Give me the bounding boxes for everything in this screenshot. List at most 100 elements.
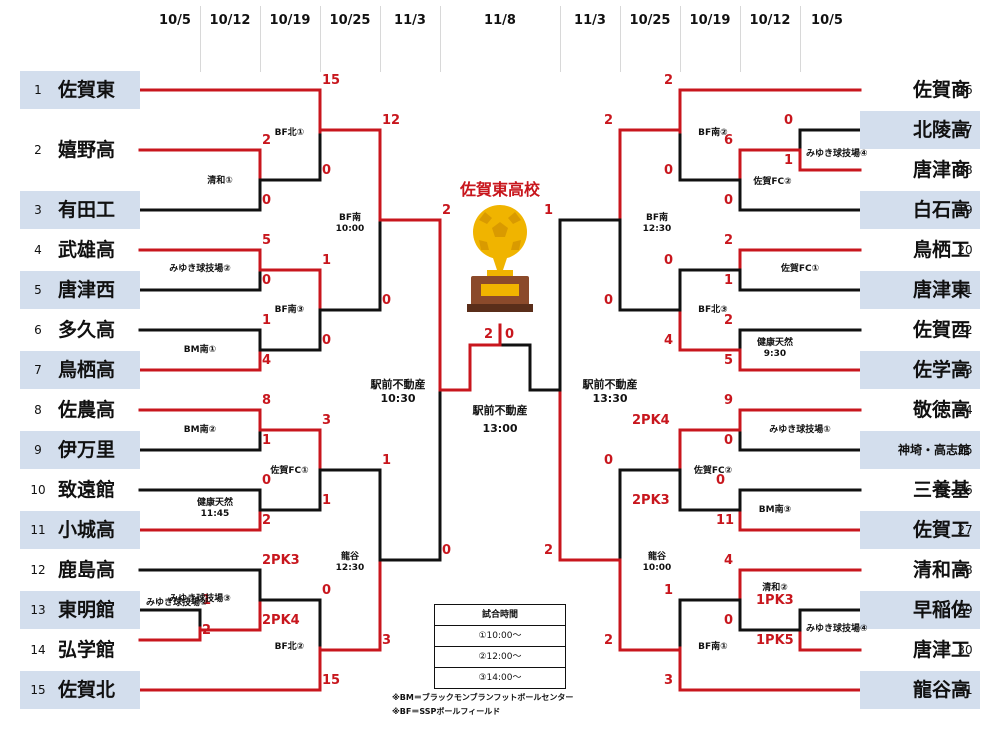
- venue-label: 10:00: [335, 224, 365, 234]
- team-box: 白石高: [860, 191, 980, 229]
- team-name: 唐津工: [912, 639, 970, 661]
- column-divider: [440, 6, 441, 72]
- seed-number: 25: [957, 443, 973, 457]
- venue-label: 佐賀FC②: [753, 177, 792, 187]
- team-name: 致遠館: [58, 479, 116, 501]
- column-divider: [740, 6, 741, 72]
- seed-number: 9: [34, 443, 42, 457]
- venue-label: BF北②: [274, 642, 305, 652]
- venue-label: 12:30: [642, 224, 672, 234]
- team-name: 多久高: [58, 319, 116, 341]
- team-name: 白石高: [912, 199, 970, 221]
- score-lower: 1: [262, 433, 272, 448]
- seed-number: 16: [957, 83, 973, 97]
- score-lower: 5: [724, 353, 734, 368]
- seed-number: 7: [34, 363, 42, 377]
- trophy-icon: [467, 205, 533, 312]
- seed-number: 20: [957, 243, 973, 257]
- team-name: 鹿島高: [58, 559, 116, 581]
- score-upper: 0: [604, 453, 614, 468]
- score-upper: 0: [664, 253, 674, 268]
- date-header: 10/5: [159, 13, 191, 28]
- team-box: 唐津商: [860, 151, 980, 189]
- seed-number: 12: [30, 563, 46, 577]
- seed-number: 29: [957, 603, 973, 617]
- team-name: 佐賀西: [912, 319, 970, 341]
- score-lower: 4: [262, 353, 272, 368]
- team-name: 有田工: [58, 199, 116, 221]
- venue-label: 10:00: [642, 563, 672, 573]
- champion-label: 佐賀東高校: [459, 180, 540, 199]
- note-bf: ※BF＝SSPボールフィールド: [392, 707, 501, 716]
- venue-label: みゆき球技場④: [806, 149, 868, 159]
- date-header: 10/5: [811, 13, 843, 28]
- seed-number: 19: [957, 203, 973, 217]
- date-header: 10/19: [269, 13, 311, 28]
- venue-label: BF南: [338, 213, 361, 223]
- note-bm: ※BM＝ブラックモンブランフットボールセンター: [392, 693, 574, 702]
- date-header: 10/25: [329, 13, 371, 28]
- legend-row: ①10:00～: [435, 625, 565, 646]
- date-header: 10/25: [629, 13, 671, 28]
- score-lower: 11: [716, 513, 735, 528]
- seed-number: 14: [30, 643, 46, 657]
- team-name: 弘学館: [58, 639, 116, 661]
- seed-number: 1: [34, 83, 42, 97]
- date-header-final: 11/8: [484, 13, 516, 28]
- score-upper: 1: [202, 593, 212, 608]
- score-upper: 2: [262, 133, 272, 148]
- seed-number: 8: [34, 403, 42, 417]
- venue-label: 駅前不動産: [582, 378, 638, 391]
- seed-number: 4: [34, 243, 42, 257]
- team-box: 龍谷高: [860, 671, 980, 709]
- team-box: 神埼・高志館: [860, 431, 980, 469]
- team-name: 佐学高: [912, 359, 970, 381]
- score-upper: 1PK3: [756, 593, 794, 608]
- seed-number: 24: [957, 403, 973, 417]
- score-upper: 12: [382, 113, 401, 128]
- venue-label: 佐賀FC②: [693, 466, 733, 476]
- column-divider: [800, 6, 801, 72]
- team-box: 早稲佐: [860, 591, 980, 629]
- score-lower: 0: [724, 193, 734, 208]
- score-lower: 2: [604, 633, 614, 648]
- team-name: 小城高: [58, 519, 116, 541]
- team-name: 佐賀工: [912, 519, 970, 541]
- seed-number: 30: [957, 643, 973, 657]
- score-upper: 1: [262, 313, 272, 328]
- team-name: 唐津東: [912, 279, 970, 301]
- team-name: 鳥栖高: [58, 359, 116, 381]
- score-upper: 6: [724, 133, 734, 148]
- score-lower: 0: [382, 293, 392, 308]
- venue-label: 佐賀FC①: [780, 264, 820, 274]
- venue-label: BF北①: [274, 128, 305, 138]
- venue-label: みゆき球技場②: [146, 598, 208, 608]
- column-divider: [680, 6, 681, 72]
- venue-label: BM南③: [758, 505, 792, 515]
- score-lower: 0: [724, 613, 734, 628]
- venue-label: みゆき球技場②: [169, 264, 231, 274]
- venue-label: みゆき球技場④: [806, 624, 868, 634]
- venue-label: みゆき球技場①: [769, 425, 831, 435]
- team-name: 神埼・高志館: [897, 443, 970, 457]
- score-lower: 2PK3: [632, 493, 670, 508]
- team-box: 三養基: [860, 471, 980, 509]
- venue-label: BF北③: [698, 305, 728, 315]
- score-upper: 1: [664, 583, 674, 598]
- score-upper: 3: [322, 413, 332, 428]
- venue-label: 清和①: [207, 176, 233, 186]
- venue-label: 龍谷: [647, 552, 666, 562]
- score-lower: 0: [442, 543, 452, 558]
- score-upper: 1: [322, 253, 332, 268]
- score-upper: 15: [322, 73, 341, 88]
- team-name: 唐津西: [58, 279, 116, 301]
- score-lower: 4: [664, 333, 674, 348]
- date-header: 10/12: [209, 13, 251, 28]
- team-box: 唐津東: [860, 271, 980, 309]
- team-name: 嬉野高: [58, 139, 116, 161]
- team-name: 佐賀商: [912, 79, 970, 101]
- seed-number: 13: [30, 603, 46, 617]
